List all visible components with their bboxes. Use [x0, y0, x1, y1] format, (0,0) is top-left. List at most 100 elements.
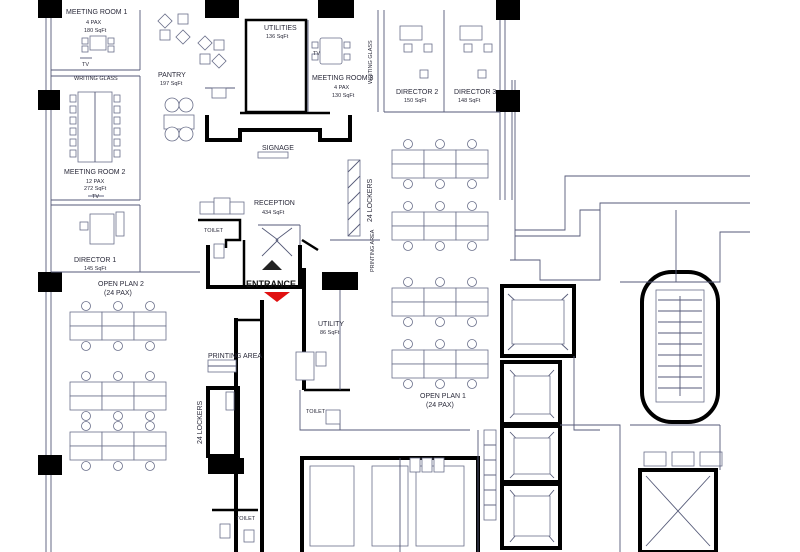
desk	[69, 431, 103, 447]
chair	[403, 379, 413, 389]
chair	[403, 139, 413, 149]
desk	[391, 301, 425, 317]
chair	[435, 277, 445, 287]
meeting-room-3-pax: 4 PAX	[334, 85, 350, 91]
pantry-area: 197 SqFt	[160, 81, 183, 87]
toilet-b-label: TOILET	[306, 409, 326, 415]
desk	[423, 163, 457, 179]
director-1-name: DIRECTOR 1	[74, 257, 116, 264]
chair	[81, 411, 91, 421]
chair	[467, 139, 477, 149]
chair	[81, 421, 91, 431]
chair	[81, 371, 91, 381]
lower-rooms	[300, 429, 497, 552]
desk	[391, 149, 425, 165]
desk	[391, 163, 425, 179]
chair	[403, 201, 413, 211]
chair	[467, 201, 477, 211]
desk	[423, 225, 457, 241]
meeting-room-1-pax: 4 PAX	[86, 20, 102, 26]
open-plan-1-pax: (24 PAX)	[426, 402, 454, 409]
director-3-name: DIRECTOR 3	[454, 89, 496, 96]
chair	[113, 461, 123, 471]
chair	[467, 179, 477, 189]
chair	[403, 241, 413, 251]
desk	[455, 287, 489, 303]
desk	[391, 363, 425, 379]
chair	[145, 411, 155, 421]
lockers-printing-north: 24 LOCKERS PRINTING AREA	[301, 159, 380, 272]
chair	[467, 317, 477, 327]
meeting-room-3-area: 130 SqFt	[332, 93, 355, 99]
signage-label: SIGNAGE	[262, 145, 294, 152]
pantry: PANTRY 197 SqFt	[157, 13, 235, 142]
chair	[403, 339, 413, 349]
desk	[455, 301, 489, 317]
column	[38, 455, 62, 475]
column	[496, 90, 520, 112]
column	[208, 458, 244, 474]
desk	[423, 363, 457, 379]
chair	[435, 201, 445, 211]
entrance-label: ENTRANCE	[246, 279, 296, 289]
desk	[133, 381, 167, 397]
entrance-arrow-out-icon	[264, 292, 290, 302]
column	[205, 0, 239, 18]
column	[38, 272, 62, 292]
open-plan-2	[69, 301, 167, 471]
toilet-c-label: TOILET	[236, 516, 256, 522]
desk	[69, 381, 103, 397]
desk	[455, 211, 489, 227]
reception: RECEPTION 434 SqFt	[199, 197, 301, 270]
chair	[81, 341, 91, 351]
chair	[145, 421, 155, 431]
meeting-room-1-name: MEETING ROOM 1	[66, 9, 128, 16]
desk	[423, 287, 457, 303]
desk	[391, 349, 425, 365]
desk	[69, 445, 103, 461]
director-offices: DIRECTOR 2 150 SqFt DIRECTOR 3 148 SqFt	[383, 10, 500, 113]
chair	[435, 241, 445, 251]
column	[38, 0, 62, 18]
desk	[69, 395, 103, 411]
chair	[435, 179, 445, 189]
writing-glass-right: WRITING GLASS	[368, 40, 374, 84]
desk	[455, 349, 489, 365]
writing-glass-left: WRITING GLASS	[74, 76, 118, 82]
desk	[101, 381, 135, 397]
printing-area-north-label: PRINTING AREA	[370, 229, 376, 272]
reception-area: 434 SqFt	[262, 210, 285, 216]
entrance-arrow-in-icon	[262, 260, 282, 270]
desk	[423, 301, 457, 317]
director-1: DIRECTOR 1 145 SqFt	[51, 204, 200, 273]
meeting-room-2-pax: 12 PAX	[86, 179, 105, 185]
toilet-a: TOILET	[198, 218, 302, 289]
chair	[145, 301, 155, 311]
director-3-area: 148 SqFt	[458, 98, 481, 104]
chair	[145, 371, 155, 381]
director-1-area: 145 SqFt	[84, 266, 107, 272]
chair	[113, 301, 123, 311]
desk	[455, 163, 489, 179]
chair	[467, 277, 477, 287]
chair	[403, 179, 413, 189]
printing-area-south-label: PRINTING AREA	[208, 353, 262, 360]
chair	[467, 339, 477, 349]
chair	[467, 379, 477, 389]
toilet-c: TOILET	[212, 508, 258, 543]
toilet-a-label: TOILET	[204, 228, 224, 234]
director-2-area: 150 SqFt	[404, 98, 427, 104]
open-plan-2-pax: (24 PAX)	[104, 290, 132, 297]
meeting-room-1-tv: TV	[82, 62, 89, 68]
column	[496, 0, 520, 20]
chair	[113, 421, 123, 431]
desk	[423, 149, 457, 165]
reception-name: RECEPTION	[254, 200, 295, 207]
meeting-room-2-name: MEETING ROOM 2	[64, 169, 126, 176]
desk	[101, 395, 135, 411]
utility-name: UTILITY	[318, 321, 344, 328]
meeting-room-3: TV MEETING ROOM 3 4 PAX 130 SqFt WRITING…	[307, 10, 379, 112]
desk	[423, 211, 457, 227]
chair	[145, 341, 155, 351]
